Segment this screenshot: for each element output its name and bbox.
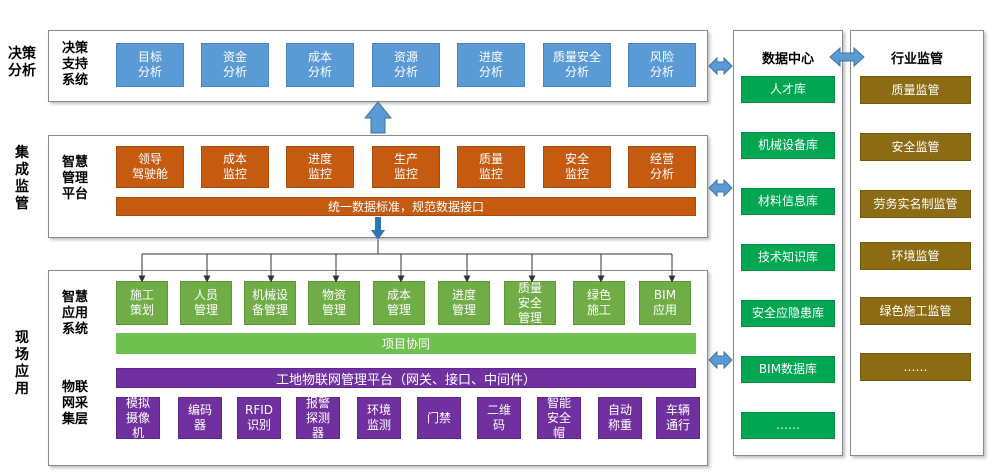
industry-supervision-item: 质量监管 — [860, 76, 971, 104]
iot-device-box: 智能 安全 帽 — [537, 396, 581, 440]
decision-analysis-box: 目标 分析 — [116, 43, 184, 87]
decision-analysis-box: 成本 分析 — [286, 43, 354, 87]
industry-supervision-item: …… — [860, 353, 971, 381]
monitoring-box: 成本 监控 — [201, 146, 269, 188]
data-standard-bar: 统一数据标准，规范数据接口 — [116, 197, 696, 216]
industry-supervision-item: 绿色施工监管 — [860, 297, 971, 325]
iot-device-box: RFID 识别 — [237, 397, 281, 439]
iot-device-box: 自动 称重 — [598, 397, 642, 439]
application-box: BIM 应用 — [639, 281, 691, 325]
project-collaboration-bar: 项目协同 — [116, 333, 696, 354]
data-center-item: 安全应隐患库 — [741, 300, 835, 327]
data-center-item: …… — [741, 412, 835, 439]
iot-layer-title: 物联 网采 集层 — [62, 380, 89, 427]
decision-analysis-box: 质量安全 分析 — [543, 43, 611, 87]
decision-analysis-box: 进度 分析 — [457, 43, 525, 87]
data-center-item: 机械设备库 — [741, 132, 835, 159]
decision-analysis-box: 资源 分析 — [372, 43, 440, 87]
double-arrow-icon — [829, 46, 865, 68]
data-center-item: 技术知识库 — [741, 244, 835, 271]
layer-label-integration: 集 成 监 管 — [15, 145, 29, 212]
industry-supervision-title: 行业监管 — [890, 52, 943, 67]
decision-analysis-box: 风险 分析 — [628, 43, 696, 87]
decision-support-title: 决策 支持 系统 — [62, 41, 89, 88]
up-arrow-icon — [363, 101, 393, 134]
double-arrow-icon — [708, 350, 733, 370]
iot-device-box: 编码 器 — [178, 397, 222, 439]
monitoring-box: 安全 监控 — [543, 146, 611, 188]
iot-device-box: 报警 探测 器 — [296, 396, 340, 440]
data-center-item: 人才库 — [741, 76, 835, 103]
data-center-item: 材料信息库 — [741, 188, 835, 215]
industry-supervision-item: 劳务实名制监管 — [860, 190, 971, 218]
double-arrow-icon — [708, 178, 733, 198]
application-box: 绿色 施工 — [573, 281, 625, 325]
monitoring-box: 进度 监控 — [286, 146, 354, 188]
iot-platform-bar: 工地物联网管理平台（网关、接口、中间件） — [116, 368, 696, 388]
data-center-item: BIM数据库 — [741, 356, 835, 383]
monitoring-box: 质量 监控 — [457, 146, 525, 188]
distribution-bus — [138, 240, 676, 283]
application-box: 人员 管理 — [180, 281, 232, 325]
application-box: 机械设 备管理 — [244, 281, 296, 325]
smart-application-title: 智慧 应用 系统 — [62, 290, 89, 337]
application-box: 施工 策划 — [116, 281, 168, 325]
monitoring-box: 领导 驾驶舱 — [116, 146, 184, 188]
iot-device-box: 门禁 — [417, 397, 461, 439]
layer-label-site: 现 场 应 用 — [15, 330, 29, 397]
monitoring-box: 经营 分析 — [628, 146, 696, 188]
layer-label-decision: 决策 分析 — [8, 46, 36, 79]
application-box: 进度 管理 — [438, 281, 490, 325]
industry-supervision-item: 环境监管 — [860, 242, 971, 270]
application-box: 物资 管理 — [308, 281, 360, 325]
industry-supervision-item: 安全监管 — [860, 133, 971, 161]
data-center-title: 数据中心 — [761, 52, 814, 67]
iot-device-box: 环境 监测 — [357, 397, 401, 439]
monitoring-box: 生产 监控 — [372, 146, 440, 188]
iot-device-box: 二维 码 — [477, 397, 521, 439]
decision-analysis-box: 资金 分析 — [201, 43, 269, 87]
iot-device-box: 车辆 通行 — [656, 397, 700, 439]
iot-device-box: 模拟 摄像 机 — [116, 396, 160, 440]
down-arrow-icon — [371, 217, 385, 240]
double-arrow-icon — [708, 56, 733, 76]
smart-management-title: 智慧 管理 平台 — [62, 155, 89, 202]
